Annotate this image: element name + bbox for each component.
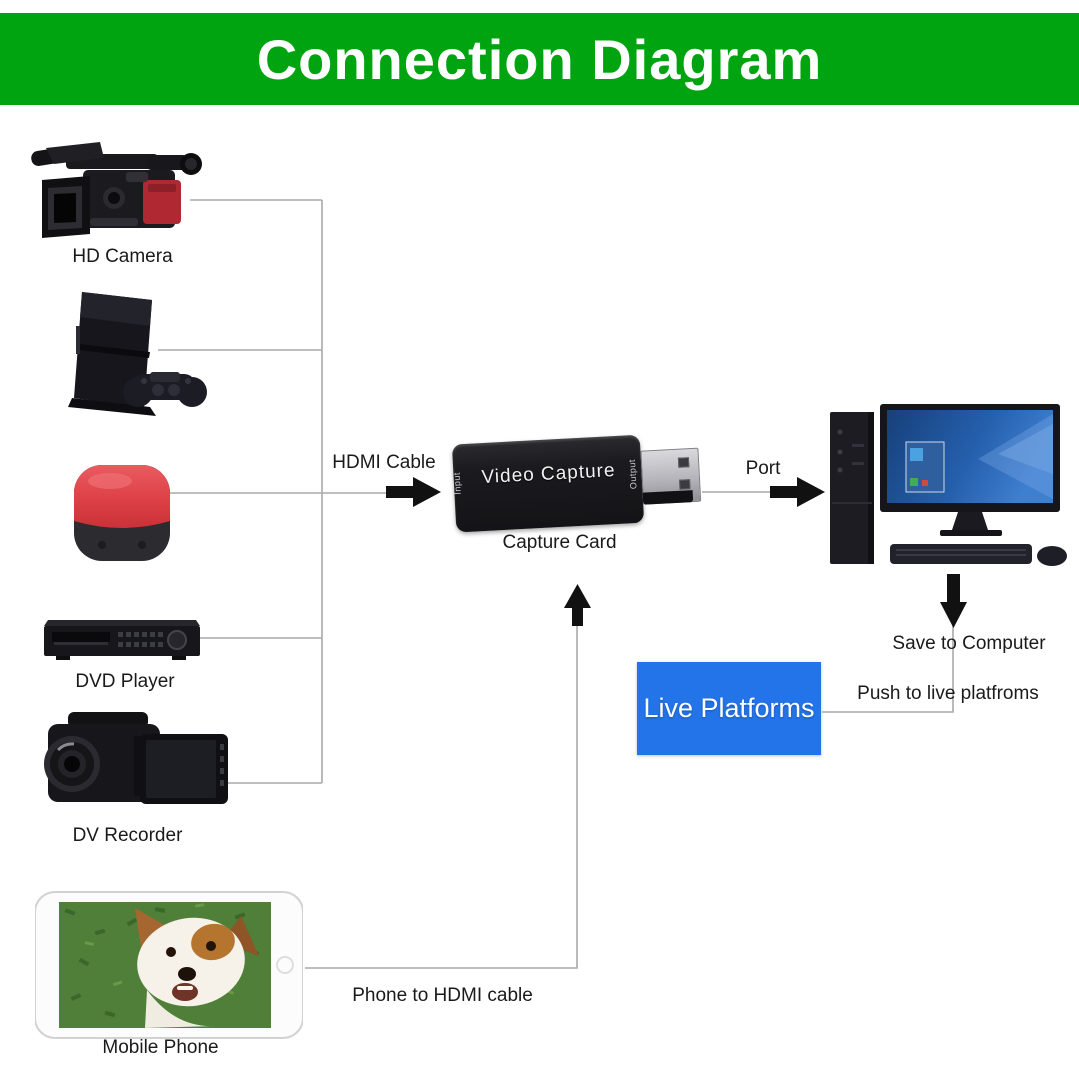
usb-hole xyxy=(677,457,690,468)
hd-camera-label: HD Camera xyxy=(72,246,173,267)
dv-recorder-label: DV Recorder xyxy=(72,825,183,846)
dvd-player-shapes xyxy=(44,620,200,660)
dvd-player-image xyxy=(42,612,202,664)
usb-plug-tongue xyxy=(642,490,694,505)
hd-camera-shapes xyxy=(31,142,202,238)
dog-shapes xyxy=(135,908,259,1028)
header-banner: Connection Diagram xyxy=(0,13,1079,105)
tv-box-image xyxy=(72,463,172,563)
dvd-buttons xyxy=(118,632,163,647)
down-arrow-icon xyxy=(940,574,967,628)
capture-card-image: Video Capture Input Output xyxy=(447,423,710,540)
port-label: Port xyxy=(745,458,781,479)
dv-recorder-image xyxy=(38,706,230,826)
page-title: Connection Diagram xyxy=(256,27,823,91)
dv-recorder-drawing xyxy=(44,712,228,804)
capture-card-output-label: Output xyxy=(626,458,639,490)
tv-box-drawing xyxy=(74,465,170,561)
hdmi-arrow-icon xyxy=(386,477,441,507)
phone-cable-label: Phone to HDMI cable xyxy=(352,985,533,1006)
save-to-computer-label: Save to Computer xyxy=(892,633,1046,654)
game-controller-shapes xyxy=(123,372,207,407)
dvd-player-drawing xyxy=(44,620,200,660)
live-platforms-label: Live Platforms xyxy=(643,693,815,723)
dvd-player-label: DVD Player xyxy=(75,671,175,692)
black-arrows xyxy=(386,477,967,628)
grass-texture xyxy=(64,907,260,1018)
phone-photo xyxy=(59,902,271,1028)
up-arrow-icon xyxy=(564,584,591,626)
push-line xyxy=(822,620,954,713)
pc-tower xyxy=(830,412,874,564)
phone-line xyxy=(305,624,578,969)
capture-card-input-label: Input xyxy=(451,471,463,495)
game-console-image xyxy=(66,286,214,426)
pc-keyboard xyxy=(890,544,1032,564)
live-platforms-box: Live Platforms xyxy=(637,662,821,755)
computer-drawing xyxy=(830,404,1067,566)
hd-camera-drawing xyxy=(31,142,202,238)
mobile-phone-image xyxy=(34,890,304,1042)
capture-card-caption: Capture Card xyxy=(502,532,617,553)
computer-shapes xyxy=(830,404,1067,566)
pc-mouse xyxy=(1037,546,1067,566)
mobile-phone-shapes xyxy=(34,891,304,1039)
hd-camera-image xyxy=(28,138,204,248)
usb-hole xyxy=(679,479,691,490)
dv-recorder-shapes xyxy=(44,712,228,804)
game-console-drawing xyxy=(68,292,207,416)
dv-screen-buttons xyxy=(220,744,224,786)
gray-wires xyxy=(158,199,954,969)
port-arrow-icon xyxy=(770,477,825,507)
mobile-phone-label: Mobile Phone xyxy=(102,1037,219,1058)
pc-monitor xyxy=(880,404,1060,536)
mobile-phone-drawing xyxy=(34,891,304,1039)
game-console-shapes xyxy=(68,292,207,416)
tv-box-shapes xyxy=(74,465,170,561)
push-to-live-label: Push to live platfroms xyxy=(857,683,1039,704)
computer-image xyxy=(828,404,1073,574)
hdmi-cable-label: HDMI Cable xyxy=(332,452,436,473)
